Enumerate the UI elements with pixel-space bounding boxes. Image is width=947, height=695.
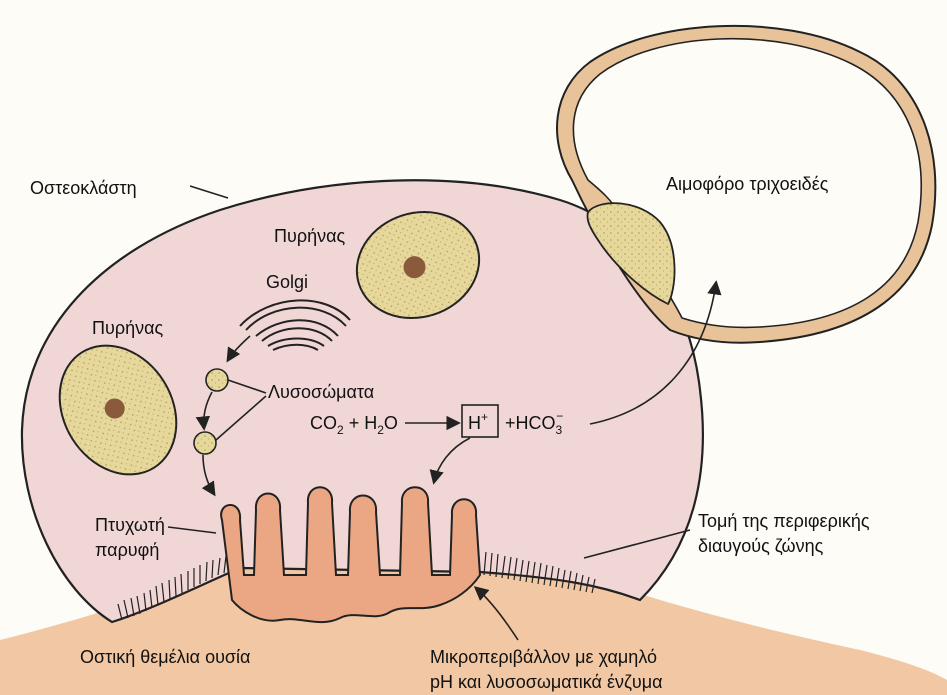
golgi-apparatus [239,299,351,351]
microenv-leader [473,586,519,641]
h-ion-to-border-arrow [429,437,471,485]
nucleus-left [58,344,178,476]
clear-zone-right [483,551,596,594]
label-ruffled-border-2: παρυφή [95,540,159,560]
bicarbonate-to-capillary-arrow [589,280,722,425]
ruffled-border [220,486,482,624]
label-golgi: Golgi [266,272,308,292]
label-lysosomes: Λυσοσώματα [268,382,374,402]
reaction-bicarbonate: +HCO3− [505,409,563,437]
lysosome-to-border-arrow [201,454,216,497]
nucleus-top [355,210,481,320]
label-bone-matrix: Οστική θεμέλια ουσία [80,647,250,667]
reaction-reactants: CO2 + H2O [310,413,398,437]
golgi-to-lysosome-arrow [226,335,251,363]
label-clear-zone-2: διαυγούς ζώνης [698,536,824,556]
lysosome-down-arrow [195,391,213,431]
label-capillary: Αιμοφόρο τριχοειδές [666,174,829,194]
reaction-h-ion: H+ [468,410,488,433]
label-microenv-2: pH και λυσοσωματικά ένζυμα [430,672,663,692]
lysosome-leader-lines [215,379,267,441]
clear-zone-leader [583,529,691,559]
lysosome-2 [193,431,217,455]
capillary-nucleus [586,202,676,306]
clear-zone-left [117,555,227,621]
label-clear-zone-1: Τομή της περιφερικής [698,511,870,531]
h-ion-box [461,404,499,438]
label-osteoclast: Οστεοκλάστη [30,178,137,198]
label-nucleus-top: Πυρήνας [274,226,345,246]
lysosome-1 [205,368,229,392]
label-nucleus-left: Πυρήνας [92,318,163,338]
ruffled-border-leader [167,526,217,534]
osteoclast-leader [189,185,229,199]
label-microenv-1: Μικροπεριβάλλον με χαμηλό [430,647,657,667]
label-ruffled-border-1: Πτυχωτή [95,515,165,535]
